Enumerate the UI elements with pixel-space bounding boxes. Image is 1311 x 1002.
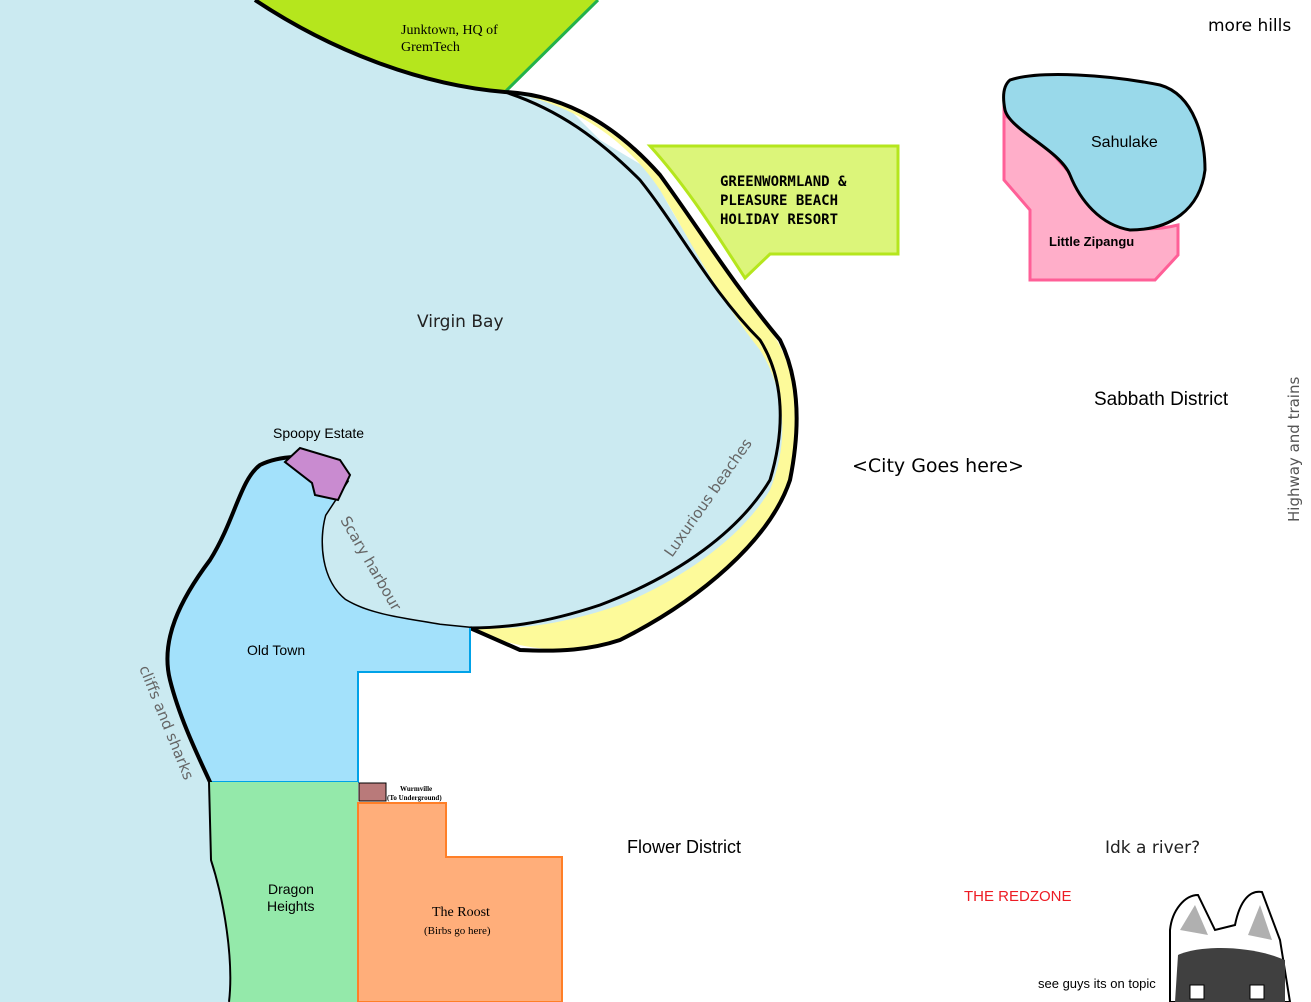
little-zipangu-label: Little Zipangu: [1049, 234, 1134, 249]
dragon-heights-label-2: Heights: [267, 898, 314, 914]
junktown-label-line2: GremTech: [401, 40, 460, 55]
city-goes-here-label: <City Goes here>: [852, 455, 1024, 477]
more-hills-label: more hills: [1208, 16, 1291, 36]
old-town-label: Old Town: [247, 642, 305, 658]
greenwormland-area: [646, 144, 900, 281]
junktown-label: Junktown, HQ of: [401, 23, 498, 38]
old-town-coast: [165, 454, 350, 1002]
dragon-heights-label-1: Dragon: [268, 881, 314, 897]
the-redzone-label: THE REDZONE: [964, 888, 1072, 905]
sea-area: [0, 0, 792, 1002]
flower-district-label: Flower District: [627, 837, 741, 857]
greenwormland-label-3: HOLIDAY RESORT: [720, 212, 838, 228]
the-roost-label: The Roost: [432, 905, 490, 920]
bay-inner-outline: [320, 90, 782, 630]
greenwormland-label-1: GREENWORMLAND &: [720, 174, 847, 190]
highway-label: Highway and trains: [1285, 377, 1303, 522]
mascot-doodle: [1169, 890, 1292, 1002]
idk-river-label: Idk a river?: [1105, 838, 1200, 858]
spoopy-estate-area: [283, 446, 352, 502]
the-roost-area: [357, 802, 563, 1002]
sahulake-area: [1002, 73, 1207, 232]
the-roost-sub-label: (Birbs go here): [424, 925, 491, 937]
wurmville-area: [358, 782, 387, 802]
bay-outline: [253, 0, 799, 653]
old-town-area: [167, 456, 471, 782]
junktown-border: [503, 0, 600, 94]
wurmville-label-1: Wurmville: [400, 785, 432, 793]
virgin-bay-label: Virgin Bay: [417, 312, 504, 332]
see-guys-label: see guys its on topic: [1038, 976, 1156, 991]
spoopy-estate-label: Spoopy Estate: [273, 425, 364, 441]
junktown-area: [255, 0, 598, 92]
wurmville-label-2: (To Underground): [387, 794, 442, 802]
sahulake-label: Sahulake: [1091, 134, 1158, 151]
greenwormland-label-2: PLEASURE BEACH: [720, 193, 838, 209]
sabbath-district-label: Sabbath District: [1094, 389, 1229, 410]
dragon-heights-area: [210, 782, 358, 1002]
